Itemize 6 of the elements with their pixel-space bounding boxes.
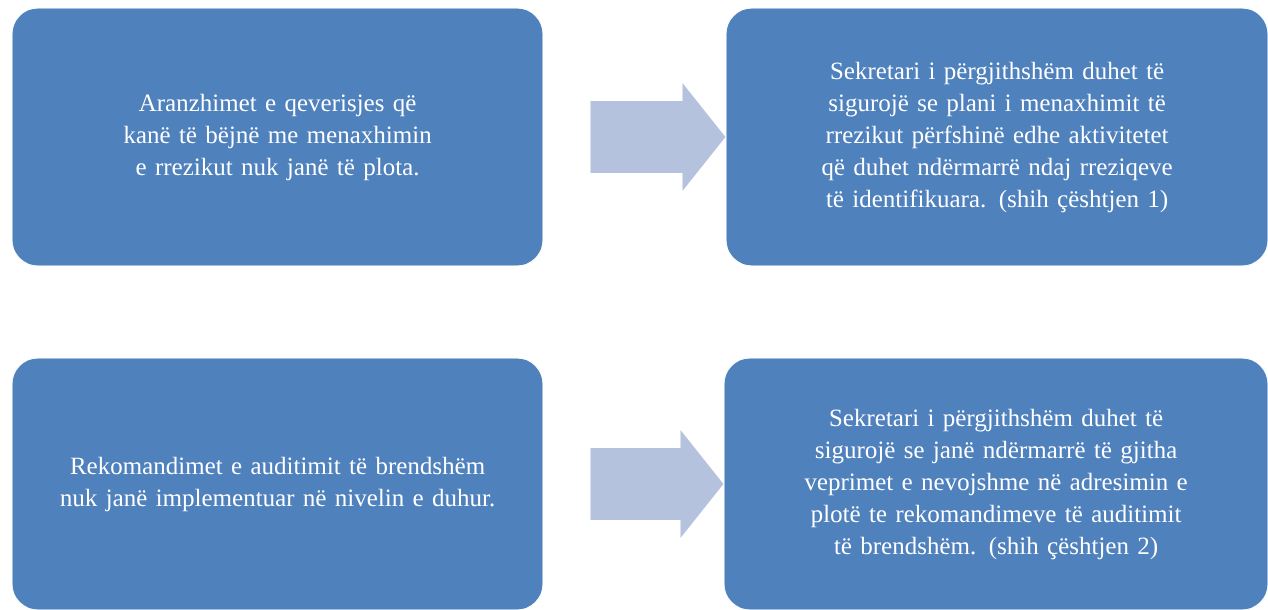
text-box: Aranzhimet e qeverisjes që kanë të bëjnë me menaxhimin e rrezikut nuk janë të plota. xyxy=(11,7,544,267)
text-box: Rekomandimet e auditimit të brendshëm nuk janë implementuar në nivelin e duhur. xyxy=(11,357,544,610)
text-box: Sekretari i përgjithshëm duhet të sigurojë se janë ndërmarrë të gjitha veprimet e nevojshme në adresimin e plotë te rekomandimeve të auditimit të brendshëm. (shih çështjen 2) xyxy=(723,357,1268,610)
text-box: Sekretari i përgjithshëm duhet të sigurojë se plani i menaxhimit të rrezikut përfshinë edhe aktivitetet që duhet ndërmarrë ndaj rreziqeve të identifikuara. (shih çështjen 1) xyxy=(725,7,1268,267)
block-arrow xyxy=(590,430,724,538)
block-arrow xyxy=(590,83,726,191)
